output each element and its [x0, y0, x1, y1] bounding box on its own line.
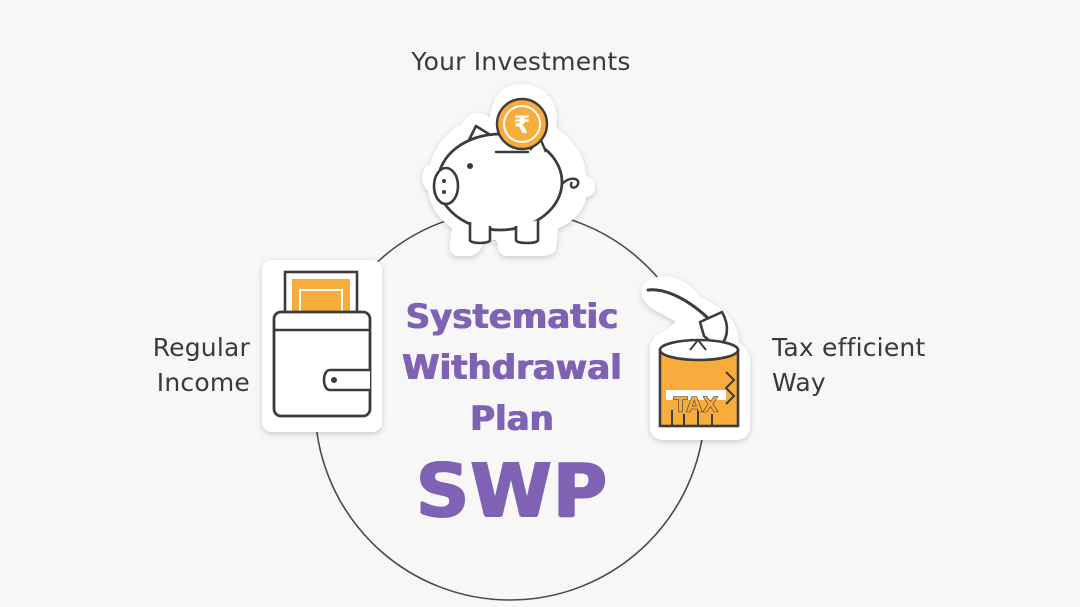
label-regular-income-line2: Income: [156, 368, 250, 397]
coin-symbol: ₹: [514, 111, 531, 139]
tax-text: TAX: [673, 393, 718, 417]
title-line-systematic: Systematic: [405, 297, 619, 337]
label-tax-efficient-line2: Way: [772, 368, 826, 397]
piggy-bank-icon: ₹: [422, 84, 595, 256]
swp-abbreviation: SWP: [415, 448, 609, 534]
label-tax-efficient-way: Tax efficient Way: [772, 330, 992, 400]
wallet-icon: [262, 260, 382, 432]
label-tax-efficient-line1: Tax efficient: [772, 333, 926, 362]
tax-cut-icon: TAX: [641, 276, 750, 440]
label-regular-income: Regular Income: [120, 330, 250, 400]
title-line-plan: Plan: [470, 399, 554, 439]
title-line-withdrawal: Withdrawal: [402, 348, 622, 388]
label-your-investments: Your Investments: [411, 47, 631, 76]
label-regular-income-line1: Regular: [152, 333, 250, 362]
